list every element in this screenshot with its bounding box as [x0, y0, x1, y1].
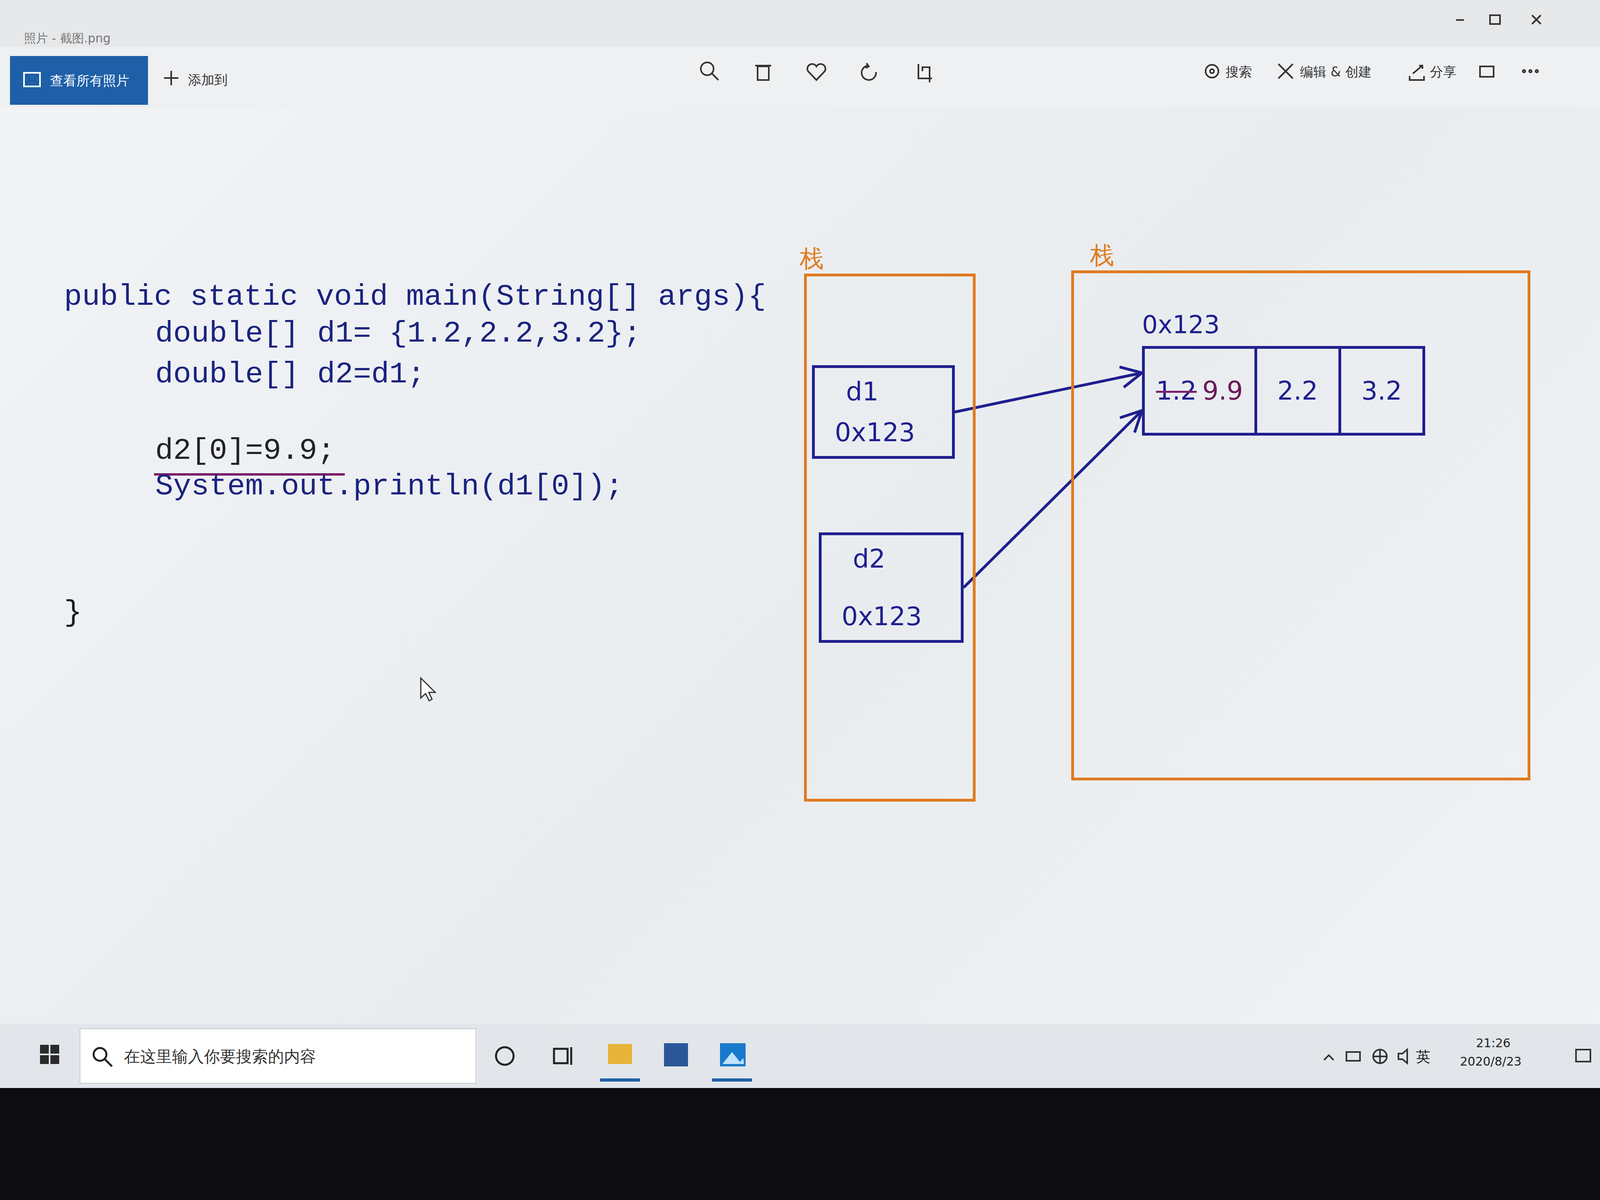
photos-app-icon [720, 1043, 746, 1067]
reference-arrow [954, 372, 1142, 412]
input-method: 英 [1416, 1047, 1431, 1067]
toolbar-label: 搜索 [1225, 63, 1252, 82]
active-indicator [600, 1078, 640, 1082]
array-object: 0x123 1.29.9 2.2 3.2 [1142, 310, 1426, 436]
word-icon [664, 1043, 688, 1067]
search-placeholder: 在这里输入你要搜索的内容 [124, 1045, 316, 1068]
code-line: double[] d2=d1; [155, 357, 426, 392]
variable-name: d1 [846, 376, 936, 407]
new-value: 9.9 [1202, 376, 1244, 406]
search-box [80, 1028, 476, 1084]
address-label: 0x123 [1142, 310, 1220, 340]
variable-box: d2 0x123 [818, 532, 964, 643]
address-value: 0x123 [841, 601, 945, 632]
code-line: public static void main(String[] args){ [64, 280, 766, 314]
button-label: 查看所有照片 [50, 72, 130, 90]
old-value: 1.2 [1156, 376, 1197, 406]
cell-value: 3.2 [1361, 376, 1402, 406]
active-indicator [712, 1078, 752, 1082]
toolbar-icons [700, 15, 1541, 83]
code-line: double[] d1= {1.2,2.2,3.2}; [155, 316, 642, 351]
screen-ground [0, 0, 1600, 1088]
tray-icons [1324, 1049, 1591, 1064]
memory-region: 栈0x1231.29.92.23.2 [1071, 270, 1531, 781]
address-value: 0x123 [834, 417, 936, 448]
toolbar-label: 编辑 & 创建 [1300, 63, 1372, 82]
window-title: 照片 - 截图.png [24, 30, 111, 47]
plus-icon [164, 70, 179, 86]
variable-name: d2 [852, 544, 945, 574]
photos-app-mark [722, 1052, 744, 1064]
array-cell: 1.29.9 [1142, 346, 1258, 436]
code-line: System.out.println(d1[0]); [155, 469, 624, 504]
region-heading: 栈 [799, 242, 824, 276]
memory-region: 栈d10x123d20x123 [804, 273, 976, 802]
variable-box: d1 0x123 [812, 365, 955, 459]
taskbar [0, 1024, 1600, 1088]
reference-arrow [963, 410, 1142, 588]
view-all-button [10, 56, 148, 105]
code-line: d2[0]=9.9; [155, 434, 336, 468]
toolbar [0, 47, 1600, 108]
title-bar [0, 0, 1600, 48]
clock-date: 2020/8/23 [1460, 1054, 1522, 1069]
photos-icon [24, 72, 40, 87]
clock-time: 21:26 [1476, 1036, 1511, 1050]
mouse-cursor [420, 678, 436, 701]
region-heading: 栈 [1090, 239, 1114, 272]
array-cell: 2.2 [1254, 346, 1342, 436]
code-line: } [64, 596, 82, 630]
toolbar-label: 分享 [1430, 63, 1457, 82]
windows-logo [40, 1044, 60, 1064]
array-cell: 3.2 [1338, 346, 1426, 436]
folder-icon [608, 1044, 632, 1064]
cell-value: 2.2 [1277, 376, 1318, 406]
toolbar-label: 添加到 [188, 71, 228, 90]
